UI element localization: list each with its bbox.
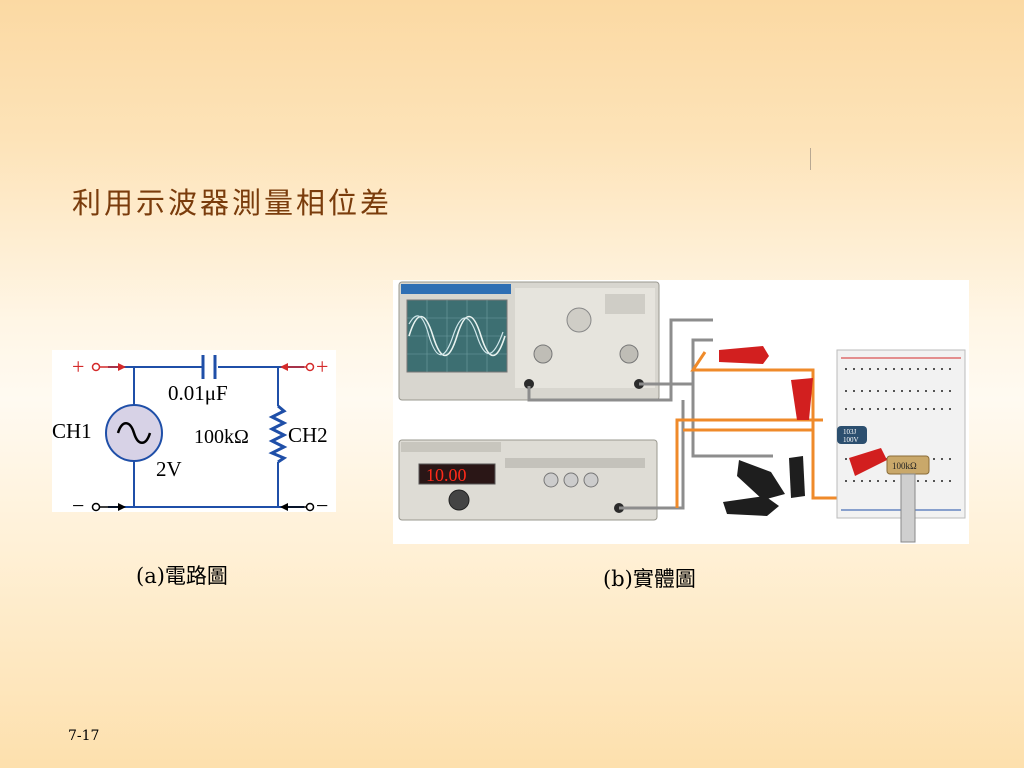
function-generator: 10.00 [398,439,658,521]
caption-circuit: (a)電路圖 [136,564,228,588]
ch2-label: CH2 [288,423,328,447]
pot-label: 100kΩ [892,461,917,471]
plus-left-sign: + [72,354,84,379]
terminal-minus-right [280,502,315,512]
caption-photo: (b)實體圖 [603,567,696,591]
capacitor-marking-2: 100V [843,436,859,444]
generator-display: 10.00 [426,465,467,485]
slide-number: 7-17 [68,728,100,744]
resistor-symbol [268,404,288,464]
oscilloscope [398,281,660,401]
terminal-plus-right [280,362,315,372]
capacitor-symbol [201,355,217,379]
black-probe-clips [723,456,805,516]
terminal-minus-left [91,502,126,512]
potentiometer: 100kΩ [886,455,930,543]
minus-right-sign: − [316,493,328,512]
slide-title: 利用示波器測量相位差 [72,186,393,220]
capacitor-marking-1: 103J [843,428,857,436]
probe-cables [527,318,773,510]
ac-source-symbol [105,404,163,462]
plus-right-sign: + [316,354,328,379]
resistor-label: 100kΩ [194,426,249,448]
circuit-diagram: + + − − 0.01μF 100kΩ CH1 CH2 2V [52,350,336,518]
scope-trace-ch2 [408,315,504,356]
capacitor-label: 0.01μF [168,381,228,405]
scope-trace-ch1 [408,315,506,357]
red-probe-clips [719,346,887,476]
source-voltage-label: 2V [156,457,182,481]
capacitor-component: 103J 100V [837,426,867,444]
decorative-tick [810,148,811,170]
minus-left-sign: − [72,493,84,512]
ch1-label: CH1 [52,419,92,443]
terminal-plus-left [91,362,126,372]
equipment-photo: 10.00 [393,280,969,544]
jumper-wires [675,351,843,508]
